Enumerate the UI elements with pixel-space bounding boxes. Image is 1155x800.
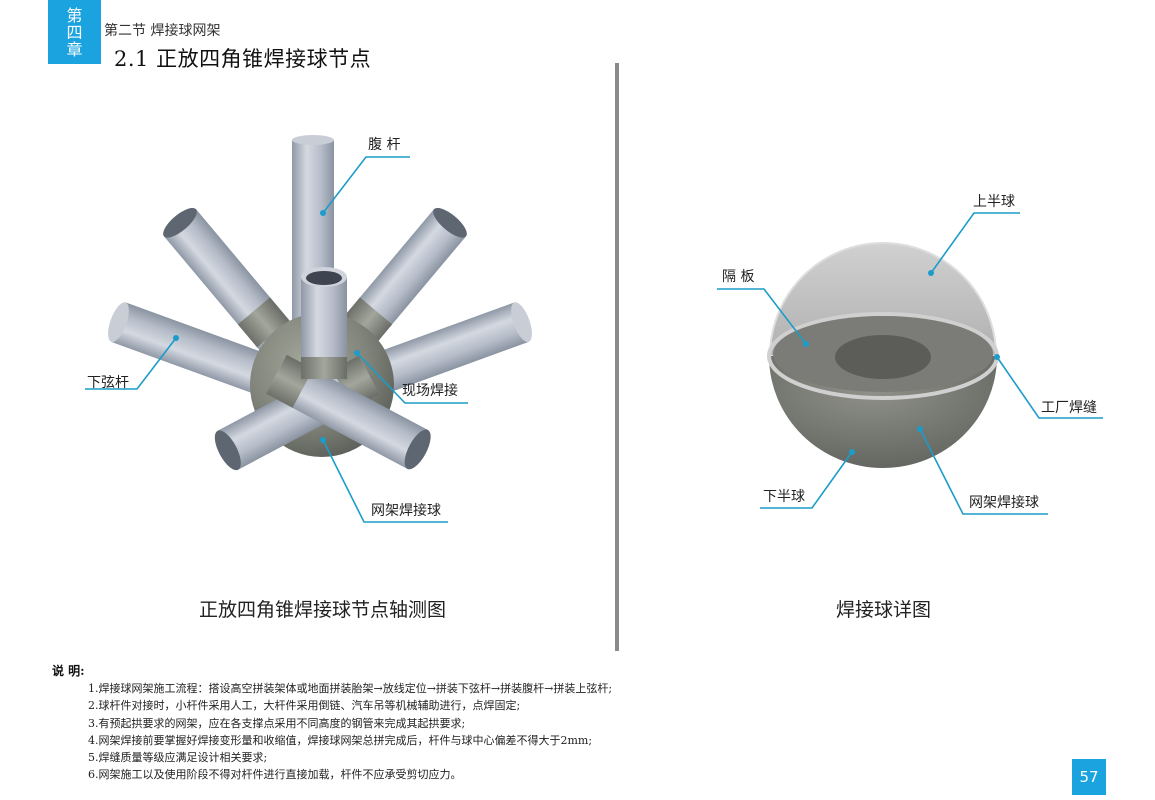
note-item: 2.球杆件对接时，小杆件采用人工，大杆件采用倒链、汽车吊等机械辅助进行，点焊固定… [88, 699, 521, 713]
chapter-tab: 第 四 章 [48, 0, 101, 64]
section-heading: 第二节 焊接球网架 [104, 23, 221, 39]
note-item: 6.网架施工以及使用阶段不得对杆件进行直接加载，杆件不应承受剪切应力。 [88, 768, 462, 782]
callout-diaphragm: 隔 板 [722, 269, 755, 285]
callout-factory-weld: 工厂焊缝 [1041, 400, 1097, 416]
notes-heading: 说 明: [52, 664, 85, 678]
chapter-tab-char: 四 [66, 22, 83, 42]
diaphragm-hole [835, 335, 931, 379]
callout-field-weld: 现场焊接 [402, 383, 458, 399]
chord-tube [337, 207, 467, 352]
page-title: 2.1 正放四角锥焊接球节点 [114, 47, 372, 71]
web-tube [301, 277, 347, 357]
note-item: 1.焊接球网架施工流程：搭设高空拼装架体或地面拼装胎架→放线定位→拼装下弦杆→拼… [88, 682, 613, 695]
callout-welded-ball: 网架焊接球 [371, 503, 441, 519]
chord-tube [163, 207, 293, 352]
page-number: 57 [1072, 759, 1106, 795]
left-figure-caption: 正放四角锥焊接球节点轴测图 [199, 599, 447, 621]
note-item: 5.焊缝质量等级应满足设计相关要求; [88, 751, 268, 765]
chapter-tab-char: 章 [66, 39, 83, 59]
welded-ball-detail-illustration [717, 212, 1103, 515]
notes-list: 1.焊接球网架施工流程：搭设高空拼装架体或地面拼装胎架→放线定位→拼装下弦杆→拼… [88, 680, 612, 784]
chord-tube [373, 302, 532, 394]
note-item: 3.有预起拱要求的网架，应在各支撑点采用不同高度的钢管来完成其起拱要求; [88, 716, 466, 730]
note-item: 4.网架焊接前要掌握好焊接变形量和收缩值，焊接球网架总拼完成后，杆件与球中心偏差… [88, 733, 593, 747]
vertical-divider [615, 63, 619, 651]
callout-bottom-chord: 下弦杆 [87, 375, 129, 391]
node-axonometric-illustration [85, 135, 532, 523]
callout-upper-hemisphere: 上半球 [973, 194, 1015, 210]
callout-lower-hemisphere: 下半球 [763, 489, 805, 505]
chapter-tab-char: 第 [66, 5, 83, 25]
bottom-chord-tube [108, 302, 267, 394]
callout-welded-ball-detail: 网架焊接球 [969, 495, 1039, 511]
right-figure-caption: 焊接球详图 [836, 599, 932, 621]
callout-web-member: 腹 杆 [368, 137, 401, 153]
